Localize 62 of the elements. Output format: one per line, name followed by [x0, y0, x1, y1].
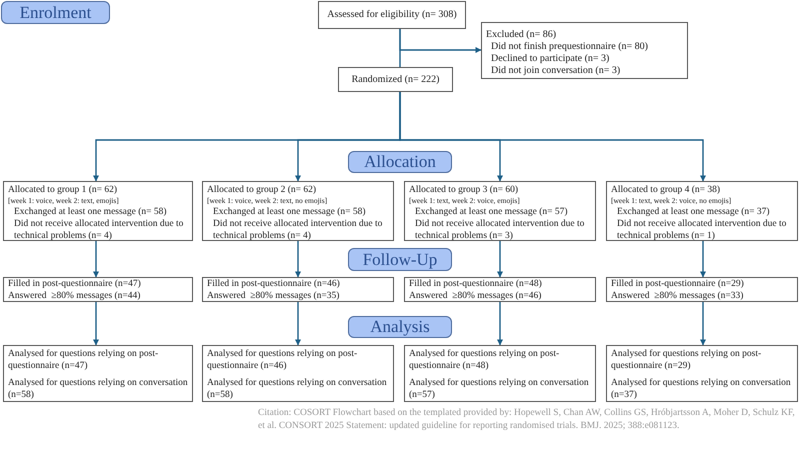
followup-box [202, 277, 394, 302]
box-text: Analysed for questions relying on conversation (n=58) [8, 377, 188, 401]
box-text: Did not receive allocated intervention due to technical problems (n= 4) [212, 218, 384, 242]
box-text: Filled in post-questionnaire (n=47) [8, 278, 142, 290]
box-text: Did not receive allocated intervention due to technical problems (n= 3) [414, 218, 586, 242]
exclusion-box [481, 22, 688, 79]
stage-label: Follow-Up [348, 248, 452, 271]
box-text: Analysed for questions relying on post-questionnaire (n=48) [409, 348, 560, 372]
box-text: Exchanged at least one message (n= 58) [13, 206, 168, 218]
box-text: Analysed for questions relying on post-questionnaire (n=46) [207, 348, 358, 372]
box-text: Exchanged at least one message (n= 37) [616, 206, 771, 218]
followup-box [404, 277, 596, 302]
connector-arrow [497, 302, 503, 346]
followup-box [3, 277, 193, 302]
box-text: Analysed for questions relying on conversation (n=37) [611, 377, 792, 401]
connector-arrow [295, 241, 301, 278]
followup-box [606, 277, 798, 302]
box-text: Allocated to group 3 (n= 60) [409, 184, 520, 196]
box-text: Exchanged at least one message (n= 57) [414, 206, 569, 218]
box-text: Allocated to group 1 (n= 62) [8, 184, 118, 196]
box-text: Answered ≥80% messages (n=44) [8, 290, 142, 302]
connector-arrow [93, 302, 99, 346]
box-text: Did not receive allocated intervention due to technical problems (n= 4) [13, 218, 184, 242]
box-text: Filled in post-questionnaire (n=46) [207, 278, 341, 290]
group-box [202, 181, 394, 241]
box-text: Analysed for questions relying on conversation (n=57) [409, 377, 590, 401]
box-text: Declined to participate (n= 3) [490, 53, 610, 65]
analysis-box [404, 345, 596, 402]
stage-label: Enrolment [1, 1, 110, 24]
connector-arrow [399, 92, 706, 182]
connector-arrow [700, 302, 706, 346]
box-text: Analysed for questions relying on post-questionnaire (n=29) [611, 348, 762, 372]
connector-arrow [93, 241, 99, 278]
connector-arrow [295, 302, 301, 346]
box-text: Filled in post-questionnaire (n=29) [611, 278, 745, 290]
stage-label: Allocation [348, 151, 452, 173]
box-text: Did not receive allocated intervention due to technical problems (n= 1) [616, 218, 788, 242]
citation-caption: Citation: COSORT Flowchart based on the templated provided by: Hopewell S, Chan AW, Collins GS, Hróbjartsson A, Moher D, Schulz KF, et al. CONSORT 2025 Statement: updated guideline for reporting randomised trials. BMJ. 2025; 388:e081123. [258, 407, 796, 433]
connector-arrow [399, 29, 482, 53]
analysis-box [202, 345, 394, 402]
box-text: Answered ≥80% messages (n=33) [611, 290, 744, 302]
process-box: Assessed for eligibility (n= 308) [318, 1, 466, 29]
group-box [404, 181, 596, 241]
analysis-box [3, 345, 193, 402]
box-text: Analysed for questions relying on post-questionnaire (n=47) [8, 348, 160, 372]
box-text: Allocated to group 2 (n= 62) [207, 184, 318, 196]
connector-arrow [497, 241, 503, 278]
analysis-box [606, 345, 798, 402]
stage-label: Analysis [348, 316, 452, 338]
box-text: Answered ≥80% messages (n=35) [207, 290, 340, 302]
group-box [606, 181, 798, 241]
box-text: Did not join conversation (n= 3) [490, 65, 622, 77]
box-text: Excluded (n= 86) [486, 29, 558, 41]
box-text: Analysed for questions relying on conversation (n=58) [207, 377, 388, 401]
box-text: Exchanged at least one message (n= 58) [212, 206, 367, 218]
box-text: Allocated to group 4 (n= 38) [611, 184, 722, 196]
box-text: Did not finish prequestionnaire (n= 80) [490, 41, 649, 53]
group-box [3, 181, 193, 241]
box-text: Filled in post-questionnaire (n=48) [409, 278, 543, 290]
process-box: Randomized (n= 222) [338, 67, 453, 92]
connector-arrow [700, 241, 706, 278]
box-text: Answered ≥80% messages (n=46) [409, 290, 542, 302]
